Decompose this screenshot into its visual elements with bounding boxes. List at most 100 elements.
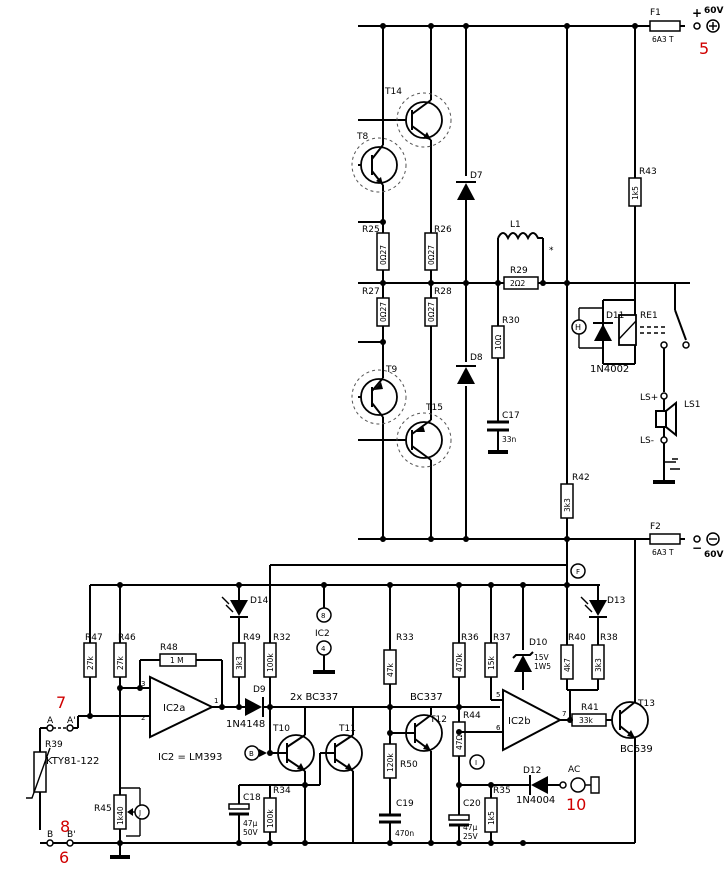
f1-label: F1 bbox=[650, 8, 661, 18]
ac-label: AC bbox=[568, 765, 580, 775]
transistor-t13 bbox=[611, 701, 649, 739]
node-f: F bbox=[576, 568, 580, 576]
r28-label: R28 bbox=[434, 287, 452, 297]
marker-7: 7 bbox=[56, 693, 66, 712]
t13-part: BC639 bbox=[620, 744, 653, 755]
ac-terminal bbox=[570, 777, 586, 793]
ic2-label: IC2 bbox=[315, 629, 330, 639]
resistor-r26 bbox=[424, 232, 438, 271]
node-b-input: B bbox=[249, 750, 254, 758]
thermistor-r39 bbox=[33, 751, 47, 793]
transistor-t9 bbox=[360, 377, 398, 418]
diode-d8 bbox=[456, 365, 476, 384]
c19-label: C19 bbox=[396, 799, 414, 809]
d9-part: 1N4148 bbox=[226, 719, 265, 730]
transistor-t15 bbox=[405, 419, 443, 461]
transistor-t8 bbox=[360, 144, 398, 186]
t10-label: T10 bbox=[272, 724, 290, 734]
d11-part: 1N4002 bbox=[590, 364, 629, 375]
loudspeaker-ls1 bbox=[653, 392, 680, 484]
d10-power: 1W5 bbox=[534, 662, 551, 671]
svg-text:+: + bbox=[692, 6, 702, 20]
r36-value: 470k bbox=[455, 653, 464, 672]
t13-label: T13 bbox=[637, 699, 655, 709]
ls1-label: LS1 bbox=[684, 400, 700, 410]
red-markers: 5 7 8 6 10 bbox=[56, 39, 709, 867]
marker-5: 5 bbox=[699, 39, 709, 58]
t8-label: T8 bbox=[356, 132, 368, 142]
f2-label: F2 bbox=[650, 522, 661, 532]
d13-label: D13 bbox=[607, 596, 625, 606]
power-stage: 0Ω27 0Ω27 0Ω27 0Ω27 2Ω2 10Ω bbox=[351, 19, 720, 566]
svg-text:−: − bbox=[692, 541, 702, 555]
led-d13 bbox=[580, 585, 607, 645]
r26-value: 0Ω27 bbox=[427, 245, 436, 265]
r29-label: R29 bbox=[510, 266, 528, 276]
t11-label: T11 bbox=[338, 724, 356, 734]
r40-value: 4k7 bbox=[563, 658, 572, 672]
fuse-f1 bbox=[649, 20, 681, 32]
r46-label: R46 bbox=[118, 633, 136, 643]
r37-value: 15k bbox=[487, 655, 496, 670]
node-j: J bbox=[138, 809, 141, 817]
r25-label: R25 bbox=[362, 225, 380, 235]
d8-label: D8 bbox=[470, 353, 483, 363]
r44-value: 47Ω bbox=[455, 734, 464, 750]
plus60v-label: 60V bbox=[704, 6, 724, 16]
r30-value: 10Ω bbox=[494, 334, 503, 350]
f1-value: 6A3 T bbox=[652, 35, 674, 44]
ic2-part: IC2 = LM393 bbox=[158, 752, 222, 763]
ic2a-pin3: 3 bbox=[141, 680, 145, 688]
d12-part: 1N4004 bbox=[516, 795, 555, 806]
r32-value: 100k bbox=[266, 653, 275, 672]
t15-label: T15 bbox=[425, 403, 443, 413]
r48-label: R48 bbox=[160, 643, 178, 653]
inductor-l1 bbox=[497, 232, 543, 241]
r35-label: R35 bbox=[493, 786, 511, 796]
transistor-t10 bbox=[269, 707, 315, 785]
t10-t11-part: 2x BC337 bbox=[290, 692, 338, 703]
r38-label: R38 bbox=[600, 633, 618, 643]
l1-star: * bbox=[549, 246, 554, 256]
d12-label: D12 bbox=[523, 766, 541, 776]
r49-label: R49 bbox=[243, 633, 261, 643]
d7-label: D7 bbox=[470, 171, 483, 181]
ic2b-pin6: 6 bbox=[496, 724, 501, 732]
l1-label: L1 bbox=[510, 220, 521, 230]
node-a: A bbox=[47, 716, 54, 726]
r37-label: R37 bbox=[493, 633, 511, 643]
c18-voltage: 50V bbox=[243, 828, 259, 837]
node-b: B bbox=[47, 830, 53, 840]
d10-label: D10 bbox=[529, 638, 548, 648]
marker-8: 8 bbox=[60, 817, 70, 836]
component-labels: T14 T8 T9 T15 D7 D8 L1 * R25 R26 R27 R28… bbox=[45, 6, 724, 841]
r48-value: 1 M bbox=[170, 656, 184, 665]
ls-plus-label: LS+ bbox=[640, 393, 658, 403]
node-h: H bbox=[575, 323, 581, 332]
minus60v-label: 60V bbox=[704, 550, 724, 560]
t9-label: T9 bbox=[385, 365, 397, 375]
d9-label: D9 bbox=[253, 685, 266, 695]
ic2-pin8: 8 bbox=[321, 612, 325, 620]
resistor-r25 bbox=[376, 232, 390, 271]
c18-value: 47µ bbox=[243, 819, 258, 828]
r36-label: R36 bbox=[461, 633, 479, 643]
ic2a-label: IC2a bbox=[163, 703, 185, 714]
r32-label: R32 bbox=[273, 633, 291, 643]
r30-label: R30 bbox=[502, 316, 520, 326]
r43-value: 1k5 bbox=[631, 186, 640, 200]
comparator-ic2a bbox=[78, 675, 239, 739]
ic2b-pin5: 5 bbox=[496, 691, 500, 699]
r39-part: KTY81-122 bbox=[46, 756, 99, 767]
transistor-t14 bbox=[405, 99, 443, 141]
c18-label: C18 bbox=[243, 793, 261, 803]
f2-value: 6A3 T bbox=[652, 548, 674, 557]
transistor-t12 bbox=[390, 707, 443, 843]
d14-label: D14 bbox=[250, 596, 269, 606]
r41-value: 33k bbox=[579, 716, 594, 725]
terminal-b bbox=[46, 839, 54, 847]
d11-label: D11 bbox=[606, 311, 624, 321]
node-b-prime: B' bbox=[67, 830, 76, 840]
resistor-r27 bbox=[376, 297, 390, 327]
